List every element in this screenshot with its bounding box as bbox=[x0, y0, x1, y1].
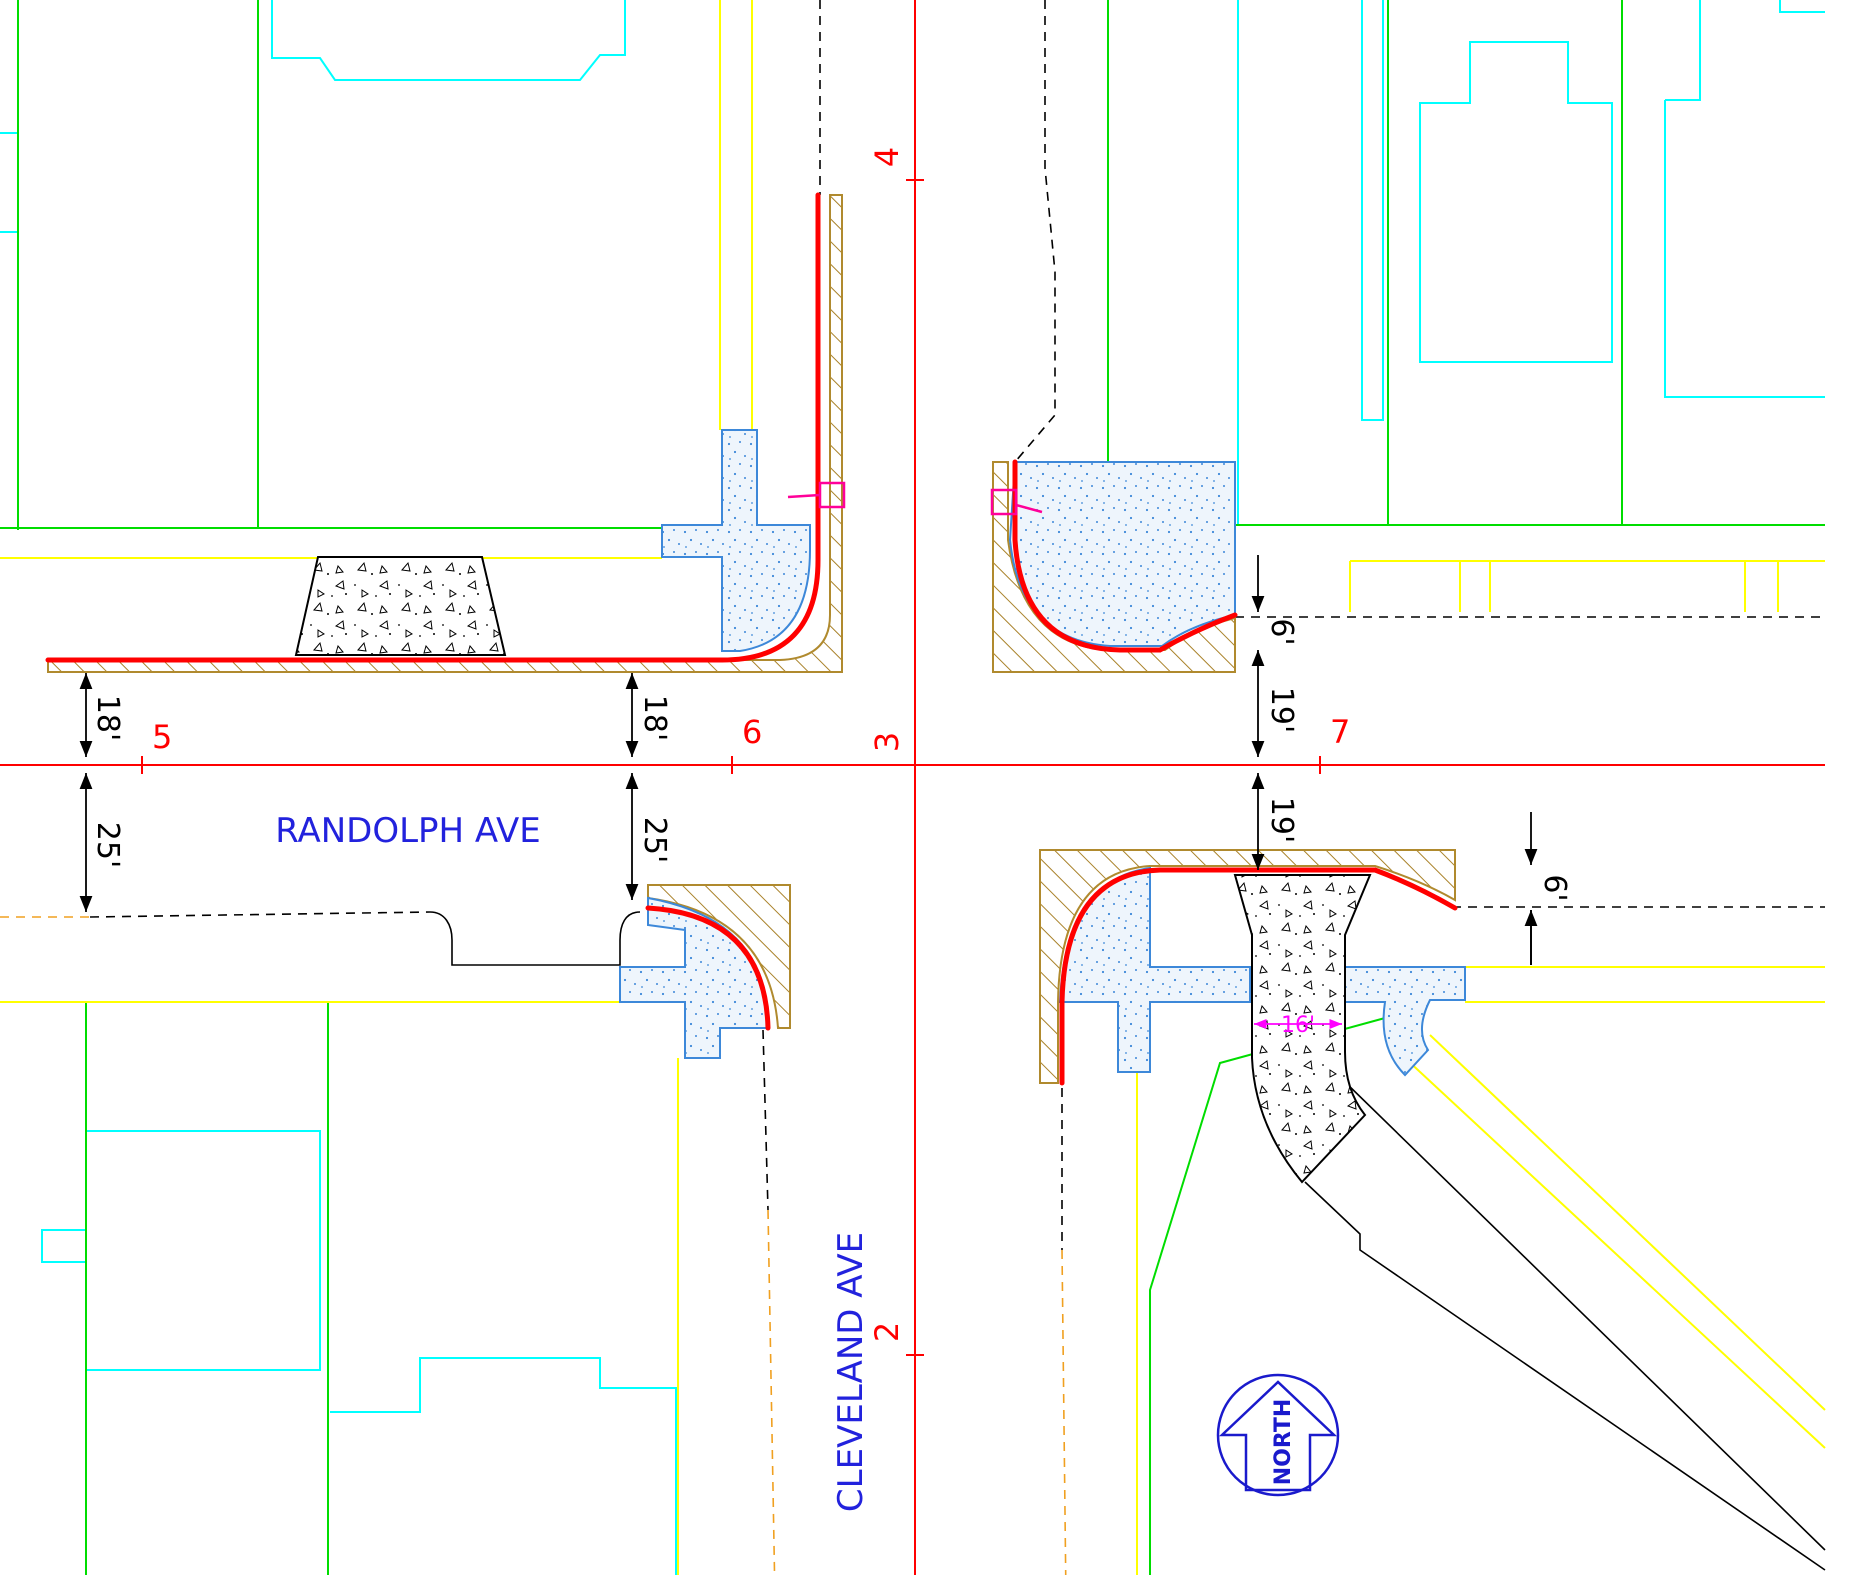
hatch-nw bbox=[47, 194, 843, 673]
hatch-se bbox=[1039, 849, 1456, 1084]
building-ne-3 bbox=[1664, 0, 1825, 398]
building-ne-tall bbox=[1107, 0, 1239, 526]
ramp-se-east bbox=[1344, 966, 1466, 1077]
street-name-cleveland: CLEVELAND AVE bbox=[831, 1232, 871, 1512]
north-arrow-circle bbox=[1216, 1373, 1340, 1497]
dim-mid-18: 18' bbox=[637, 695, 672, 741]
building-ne-2 bbox=[1419, 41, 1613, 363]
station-7: 7 bbox=[1330, 713, 1350, 751]
dimension-labels: 18' 25' 18' 25' 6' 19' 19' 6' bbox=[90, 618, 1572, 901]
dim-far-east-6: 6' bbox=[1537, 874, 1572, 901]
building-ne-1 bbox=[1361, 0, 1384, 421]
road-edges bbox=[429, 911, 1826, 1571]
marker-ne bbox=[990, 488, 1018, 516]
dim-east-19-north: 19' bbox=[1264, 687, 1299, 733]
curb-nw bbox=[45, 192, 821, 663]
north-arrow: NORTH bbox=[1216, 1373, 1340, 1497]
building-nw bbox=[271, 0, 626, 81]
new-curb-lines bbox=[45, 192, 1458, 1086]
station-5: 5 bbox=[152, 718, 172, 756]
dim-mid-25: 25' bbox=[637, 817, 672, 863]
concrete-island-north bbox=[294, 556, 507, 656]
station-3: 3 bbox=[868, 732, 906, 752]
ramp-ne bbox=[1008, 461, 1236, 647]
curb-se bbox=[1059, 867, 1458, 1086]
dim-west-18: 18' bbox=[90, 695, 125, 741]
station-4: 4 bbox=[868, 147, 906, 167]
building-nw-edge bbox=[0, 132, 19, 233]
building-sw-2 bbox=[330, 1357, 677, 1575]
station-labels: 5 6 7 3 4 2 bbox=[152, 147, 1350, 1342]
north-arrow-label: NORTH bbox=[1271, 1399, 1296, 1486]
street-name-randolph: RANDOLPH AVE bbox=[275, 811, 541, 851]
dim-east-19-south: 19' bbox=[1264, 797, 1299, 843]
north-arrow-icon bbox=[1218, 1380, 1338, 1492]
dimension-lines bbox=[79, 555, 1538, 965]
ramp-nw bbox=[661, 429, 811, 652]
signal-markers bbox=[787, 481, 1043, 516]
dim-crosswalk-16: 16' bbox=[1281, 1013, 1315, 1038]
building-sw-1 bbox=[41, 1130, 321, 1371]
dim-east-6: 6' bbox=[1264, 618, 1299, 645]
dashed-lines-orange bbox=[0, 916, 1067, 1575]
dashed-lines bbox=[89, 0, 1825, 1250]
station-2: 2 bbox=[868, 1322, 906, 1342]
ramp-se bbox=[1058, 866, 1251, 1073]
station-6: 6 bbox=[742, 713, 762, 751]
curb-ne bbox=[1012, 459, 1238, 653]
curb-sw bbox=[645, 905, 771, 1031]
curb-ramps bbox=[619, 429, 1466, 1077]
dim-west-25: 25' bbox=[90, 822, 125, 868]
building-ne-4 bbox=[1779, 0, 1825, 13]
